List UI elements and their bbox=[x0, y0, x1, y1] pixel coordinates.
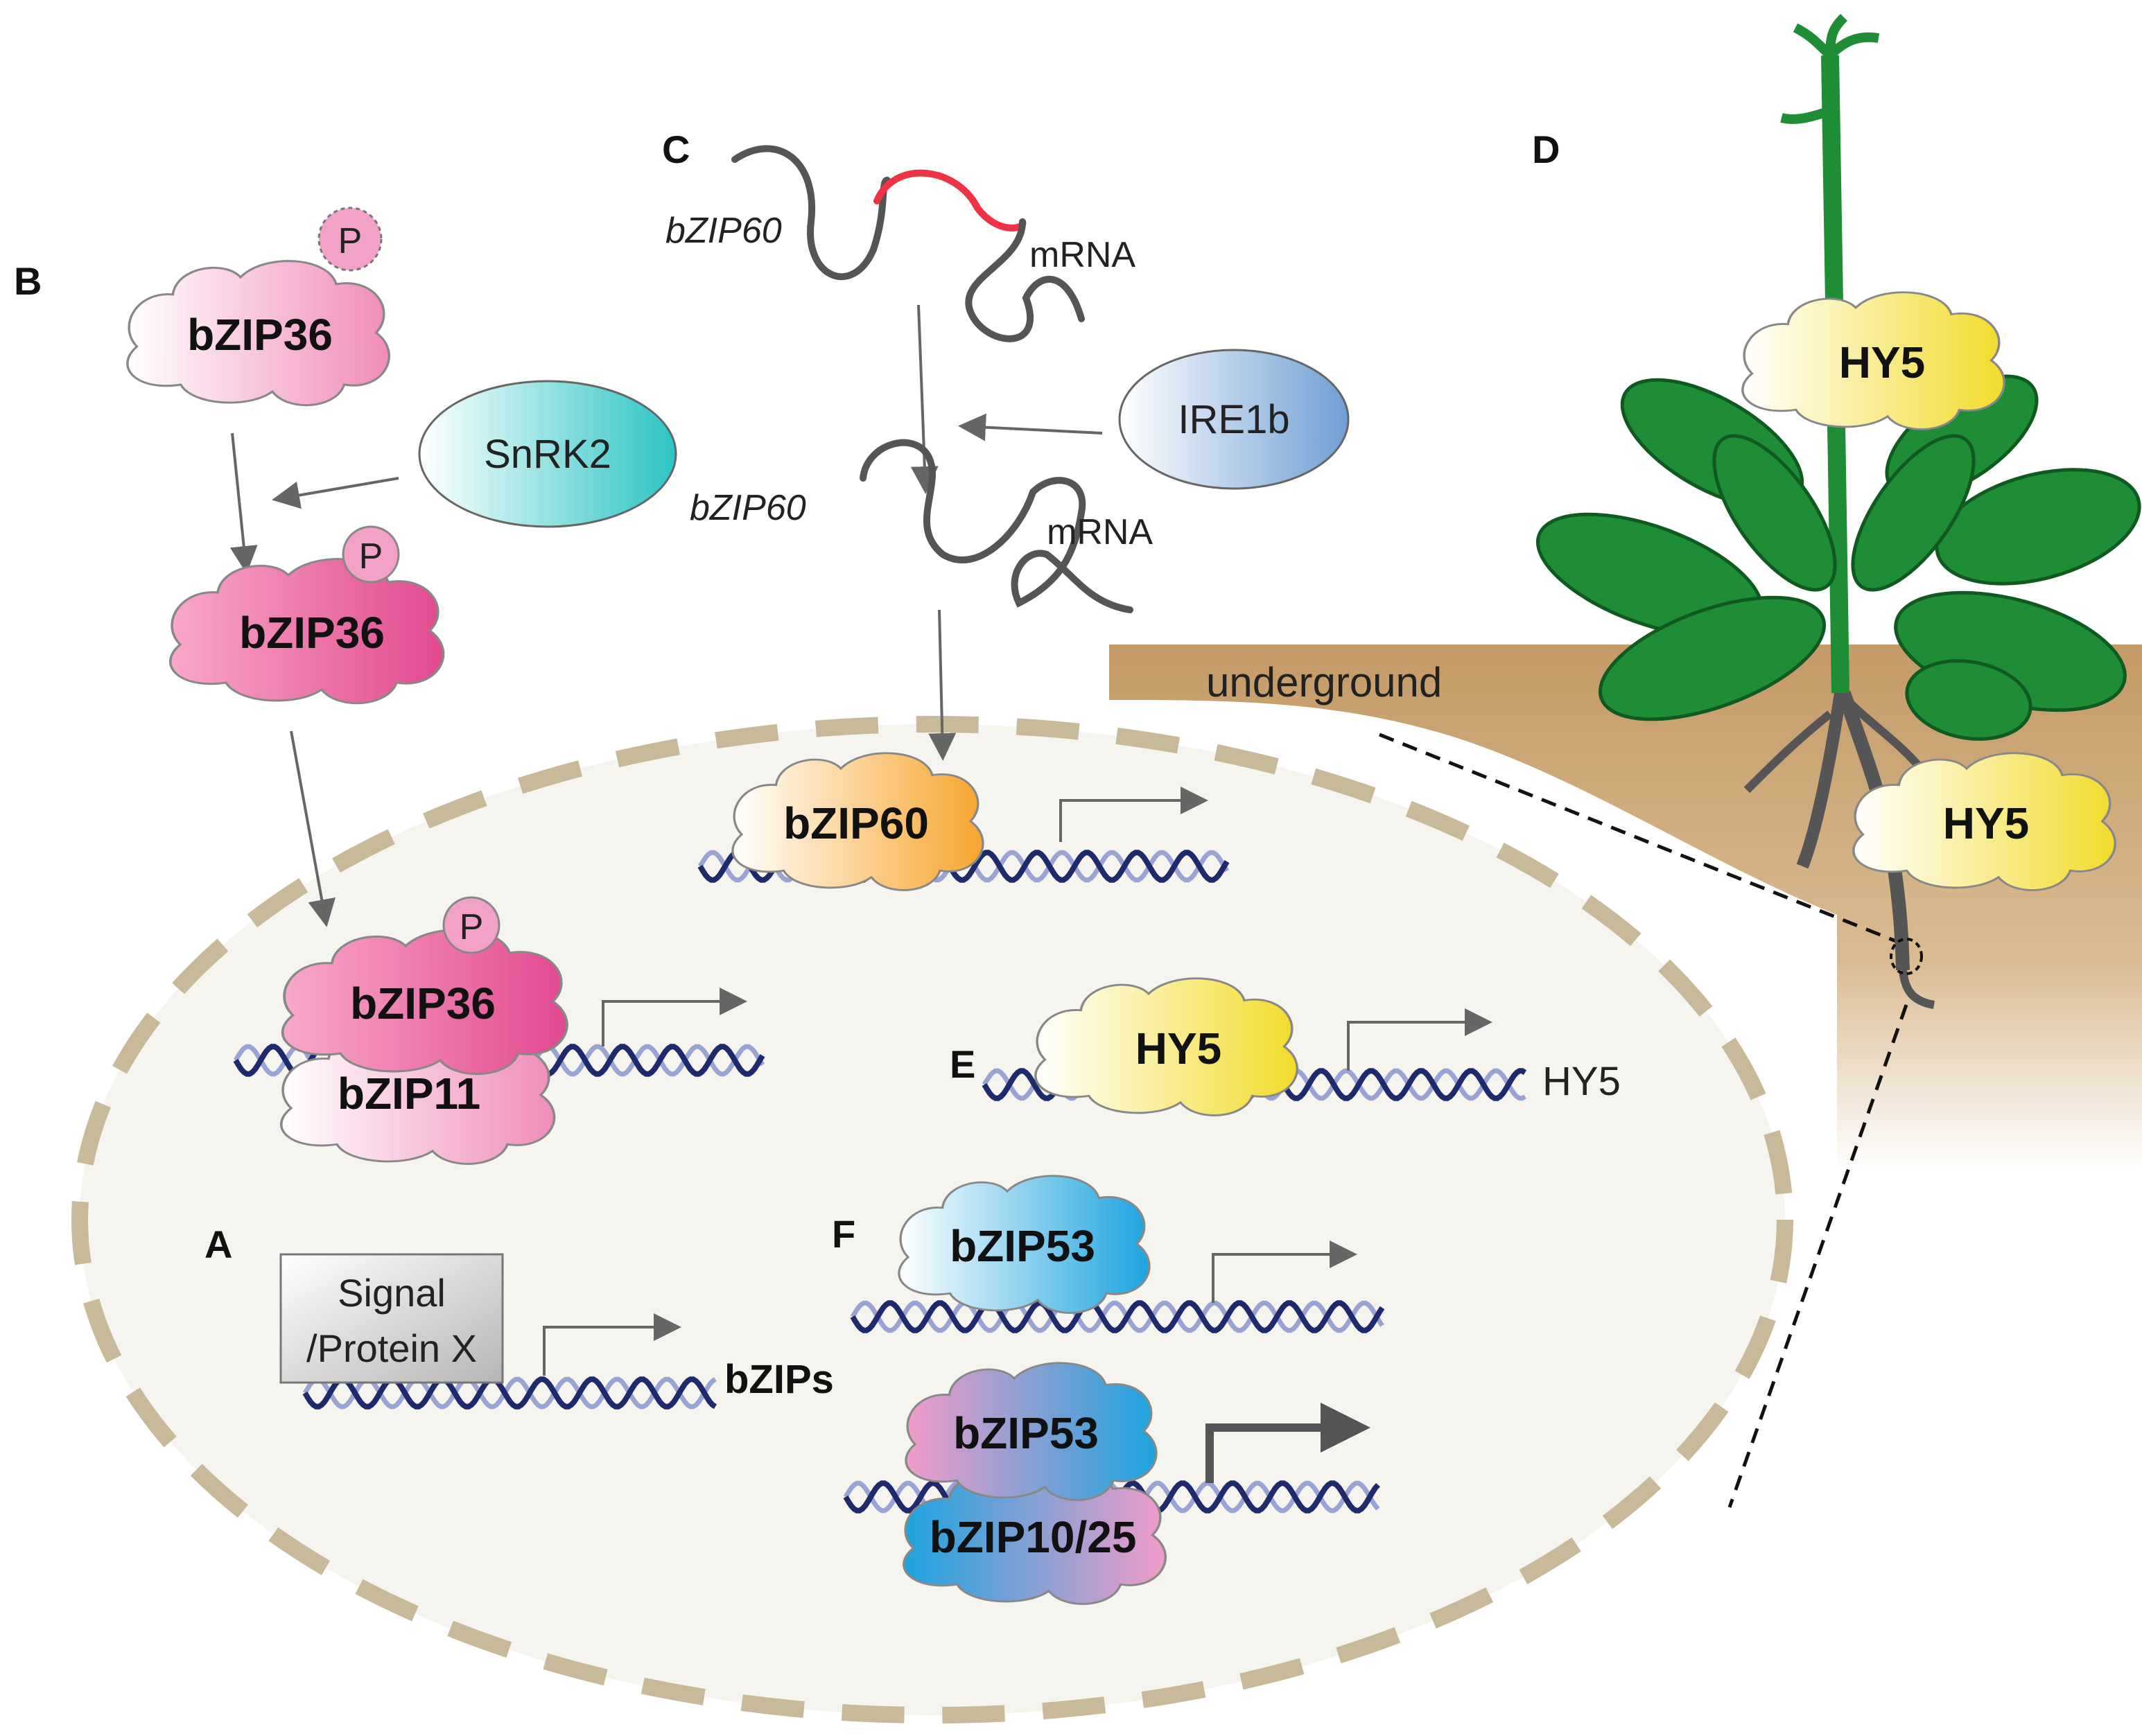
panel-label-d: D bbox=[1532, 128, 1560, 171]
panel-label-a: A bbox=[204, 1222, 232, 1266]
panel-label-c: C bbox=[662, 128, 690, 171]
signal-box-line2: /Protein X bbox=[306, 1326, 477, 1370]
mrna-strands bbox=[731, 145, 1133, 613]
bzip11-label: bZIP11 bbox=[338, 1069, 480, 1119]
ire1b-label: IRE1b bbox=[1178, 397, 1289, 442]
signal-protein-x-box bbox=[279, 1253, 504, 1384]
bzip53-label-upper: bZIP53 bbox=[950, 1221, 1095, 1271]
phospho-dotted bbox=[317, 207, 383, 272]
hy5-gene-label: HY5 bbox=[1542, 1059, 1621, 1104]
bzip36-label-nuclear: bZIP36 bbox=[350, 979, 496, 1028]
phospho-label-nuclear: P bbox=[460, 907, 484, 947]
bzip36-label-mid: bZIP36 bbox=[239, 608, 385, 658]
bzip1025-label: bZIP10/25 bbox=[930, 1512, 1137, 1562]
dna-frontstrand-3 bbox=[850, 1300, 1385, 1333]
panel-label-b: B bbox=[14, 259, 42, 303]
hy5-label-nucleus: HY5 bbox=[1135, 1024, 1222, 1073]
dna-backstrand-3 bbox=[850, 1300, 1384, 1333]
bzip36-label-top: bZIP36 bbox=[187, 310, 333, 360]
bzips-target-label: bZIPs bbox=[724, 1357, 834, 1402]
phospho-label-top: P bbox=[338, 221, 363, 261]
panel-label-e: E bbox=[950, 1042, 975, 1086]
plant-illustration bbox=[1535, 14, 2141, 1009]
pathway-arrows bbox=[229, 304, 1103, 927]
dna-frontstrand-4 bbox=[302, 1376, 717, 1410]
mrna-label-top: mRNA bbox=[1029, 235, 1135, 275]
phospho-mid bbox=[342, 525, 400, 584]
ire1b-oval bbox=[1118, 349, 1350, 490]
zoom-line-upper bbox=[1379, 733, 1900, 945]
bzip60-label: bZIP60 bbox=[783, 798, 929, 848]
hy5-label-root: HY5 bbox=[1943, 798, 2030, 848]
phospho-label-mid: P bbox=[359, 536, 383, 577]
mrna-gene-label-top: bZIP60 bbox=[665, 211, 782, 251]
soil-region bbox=[1109, 645, 2142, 1171]
bzip53-label-lower: bZIP53 bbox=[953, 1408, 1099, 1458]
snrk2-oval bbox=[418, 380, 677, 528]
mrna-label-bottom: mRNA bbox=[1047, 512, 1153, 552]
signal-box-line1: Signal bbox=[338, 1271, 446, 1315]
snrk2-label: SnRK2 bbox=[484, 432, 611, 477]
mrna-gene-label-bottom: bZIP60 bbox=[690, 488, 806, 528]
zoom-line-lower bbox=[1727, 1004, 1908, 1508]
hy5-label-shoot: HY5 bbox=[1839, 337, 1926, 387]
underground-label: underground bbox=[1206, 659, 1442, 705]
phospho-nuclear bbox=[442, 896, 500, 954]
panel-label-f: F bbox=[832, 1212, 855, 1256]
transcription-start-arrows bbox=[543, 787, 1492, 1483]
